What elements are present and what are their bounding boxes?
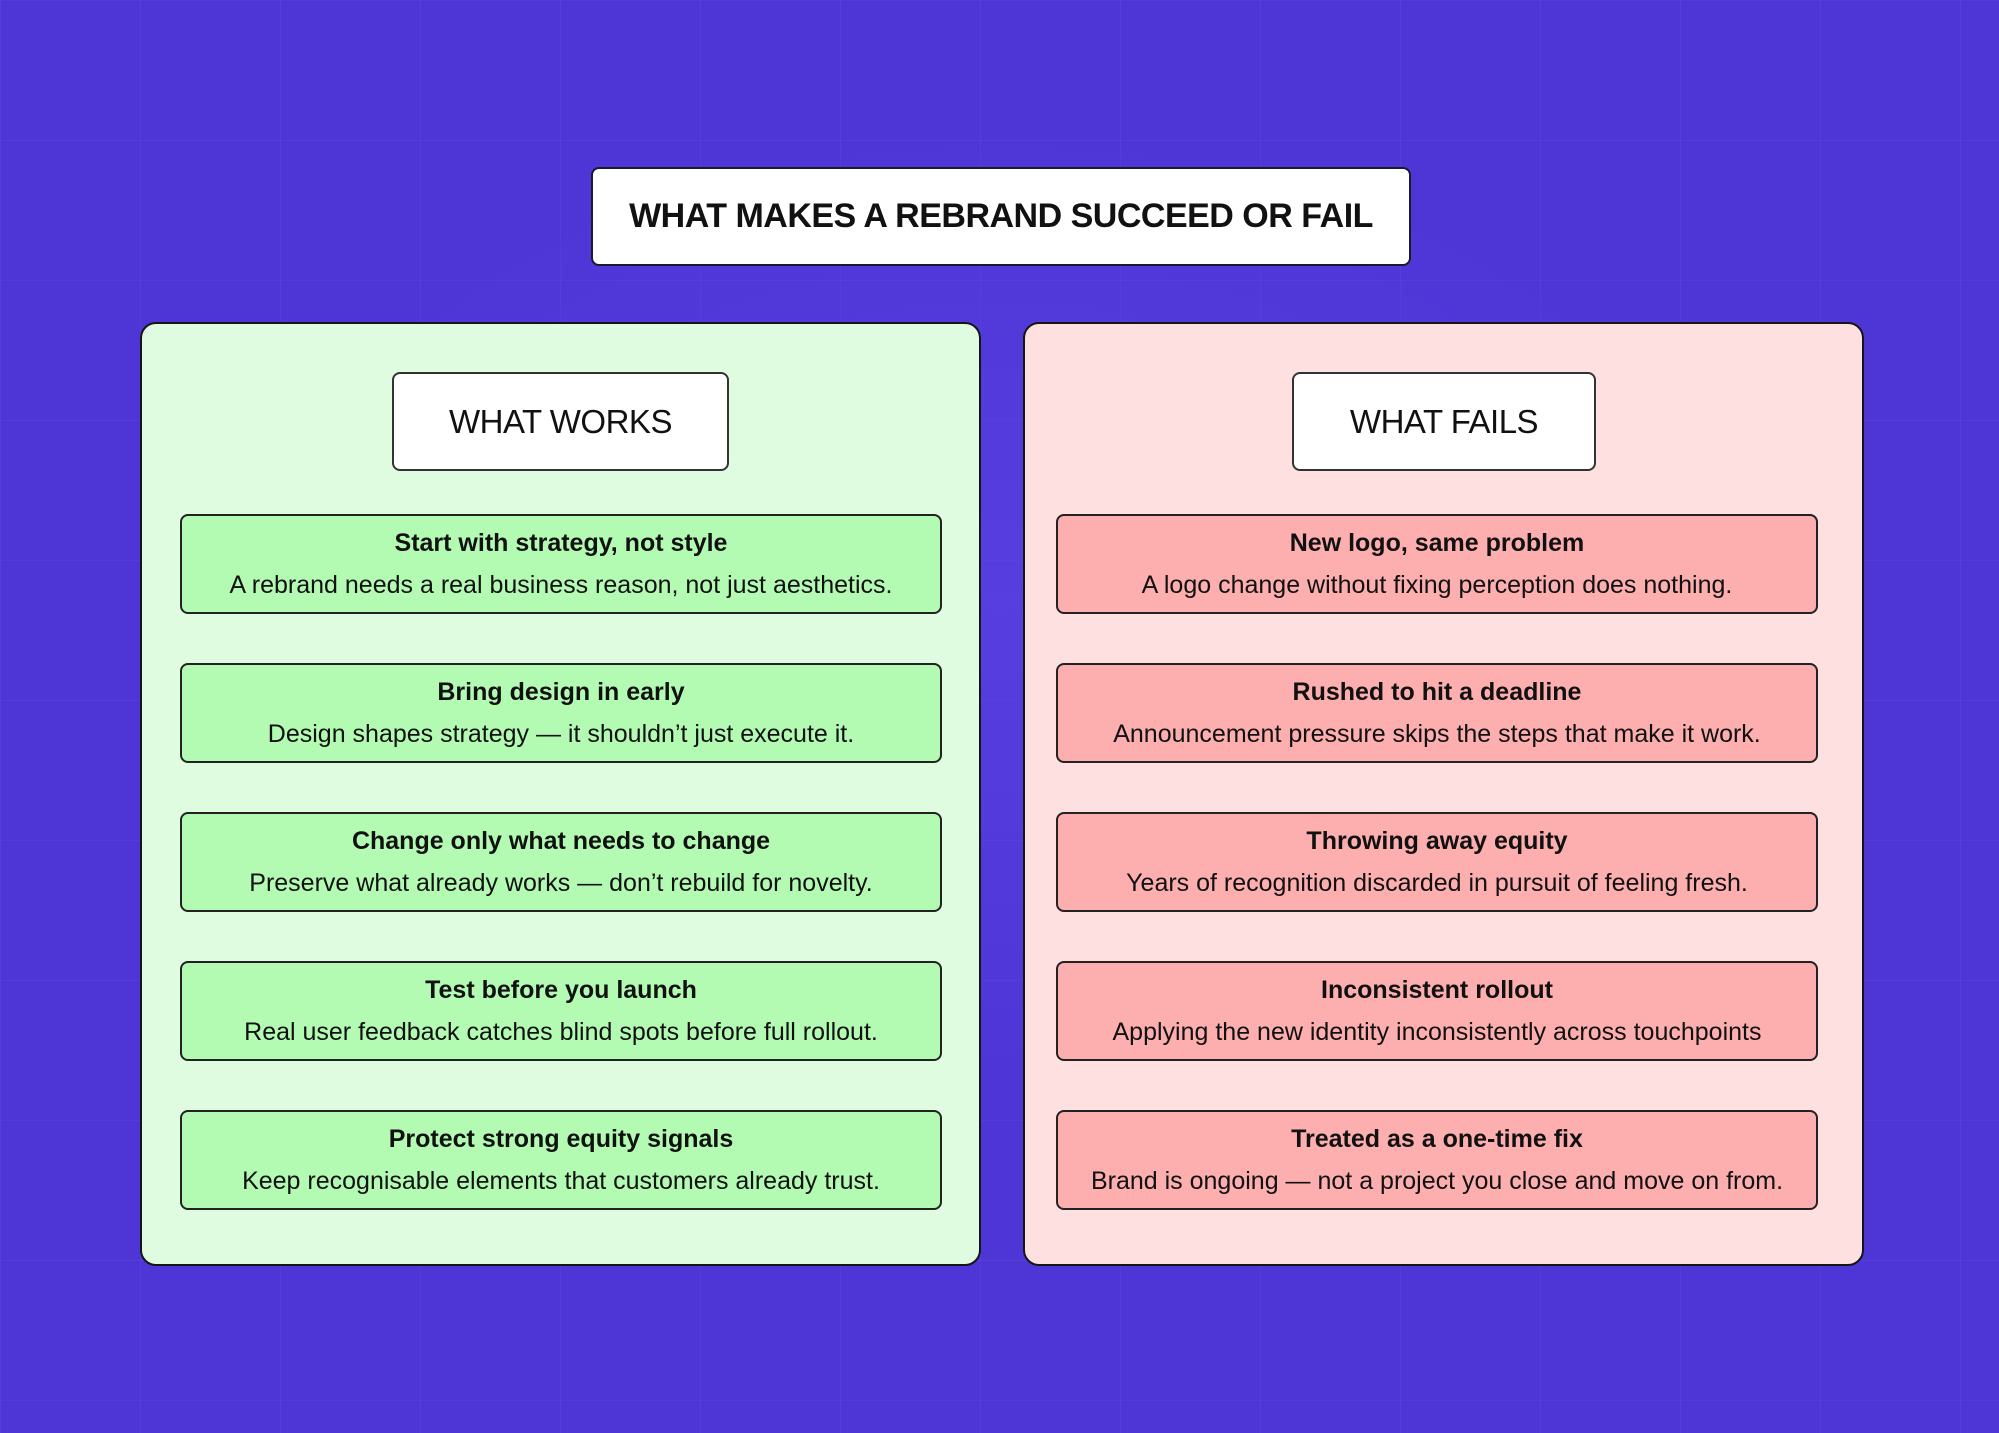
works-item-title: Change only what needs to change <box>351 827 771 855</box>
works-item-desc: Keep recognisable elements that customer… <box>242 1167 880 1195</box>
works-item-design-early: Bring design in early Design shapes stra… <box>180 663 942 763</box>
what-fails-list: New logo, same problem A logo change wit… <box>1056 514 1818 1259</box>
works-item-title: Test before you launch <box>425 976 697 1004</box>
works-item-desc: Preserve what already works — don’t rebu… <box>249 869 873 897</box>
works-item-title: Start with strategy, not style <box>394 529 728 557</box>
diagram-title: WHAT MAKES A REBRAND SUCCEED OR FAIL <box>629 197 1373 235</box>
fails-item-title: Inconsistent rollout <box>1321 976 1553 1004</box>
works-item-change-only: Change only what needs to change Preserv… <box>180 812 942 912</box>
fails-item-desc: Applying the new identity inconsistently… <box>1112 1018 1762 1046</box>
fails-item-title: Treated as a one-time fix <box>1291 1125 1583 1153</box>
fails-item-new-logo: New logo, same problem A logo change wit… <box>1056 514 1818 614</box>
works-item-title: Protect strong equity signals <box>388 1125 734 1153</box>
fails-item-desc: Brand is ongoing — not a project you clo… <box>1090 1167 1784 1195</box>
fails-item-desc: Announcement pressure skips the steps th… <box>1113 720 1761 748</box>
fails-item-title: Throwing away equity <box>1306 827 1568 855</box>
works-item-desc: Real user feedback catches blind spots b… <box>244 1018 878 1046</box>
what-works-header: WHAT WORKS <box>449 402 672 440</box>
fails-item-desc: A logo change without fixing perception … <box>1141 571 1733 599</box>
fails-item-one-time-fix: Treated as a one-time fix Brand is ongoi… <box>1056 1110 1818 1210</box>
what-works-list: Start with strategy, not style A rebrand… <box>180 514 942 1259</box>
fails-item-throwing-equity: Throwing away equity Years of recognitio… <box>1056 812 1818 912</box>
works-item-test: Test before you launch Real user feedbac… <box>180 961 942 1061</box>
fails-item-title: New logo, same problem <box>1289 529 1585 557</box>
what-fails-panel: WHAT FAILS New logo, same problem A logo… <box>1023 322 1864 1266</box>
what-fails-header-box: WHAT FAILS <box>1292 372 1596 471</box>
works-item-protect-equity: Protect strong equity signals Keep recog… <box>180 1110 942 1210</box>
what-works-panel: WHAT WORKS Start with strategy, not styl… <box>140 322 981 1266</box>
fails-item-title: Rushed to hit a deadline <box>1292 678 1582 706</box>
what-fails-header: WHAT FAILS <box>1349 402 1539 440</box>
what-works-header-box: WHAT WORKS <box>392 372 729 471</box>
works-item-desc: A rebrand needs a real business reason, … <box>229 571 893 599</box>
fails-item-inconsistent: Inconsistent rollout Applying the new id… <box>1056 961 1818 1061</box>
works-item-desc: Design shapes strategy — it shouldn’t ju… <box>267 720 855 748</box>
works-item-strategy: Start with strategy, not style A rebrand… <box>180 514 942 614</box>
diagram-title-box: WHAT MAKES A REBRAND SUCCEED OR FAIL <box>591 167 1411 266</box>
fails-item-rushed: Rushed to hit a deadline Announcement pr… <box>1056 663 1818 763</box>
works-item-title: Bring design in early <box>437 678 685 706</box>
fails-item-desc: Years of recognition discarded in pursui… <box>1126 869 1748 897</box>
